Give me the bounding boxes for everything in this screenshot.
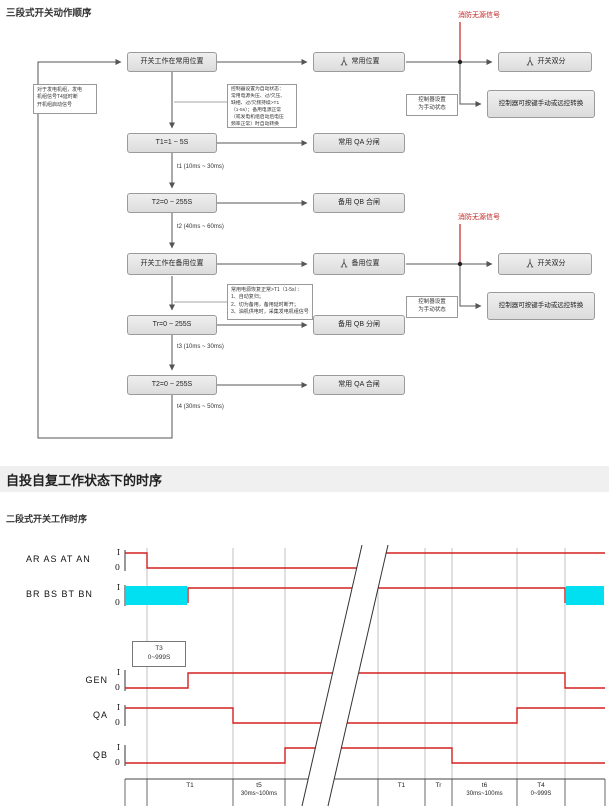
switch-icon <box>526 56 533 65</box>
timing-t2-label: t2 (40ms ~ 60ms) <box>177 224 224 230</box>
timing-t1-label: t1 (10ms ~ 30ms) <box>177 164 224 170</box>
flow-box-switch-in-normal-position: 开关工作在常用位置 <box>127 52 217 72</box>
fire-signal-label-bottom: 消防无源信号 <box>458 214 500 221</box>
fire-signal-label-top: 消防无源信号 <box>458 12 500 19</box>
page-title: 三段式开关动作顺序 <box>6 8 92 19</box>
flow-box-switch-double-open-top: 开关双分 <box>498 52 592 72</box>
flow-box-normal-qa-open: 常用 QA 分闸 <box>313 133 405 153</box>
section-heading: 自投自复工作状态下的时序 <box>6 472 163 488</box>
timing-row-label-qb: QB <box>92 750 108 760</box>
timing-t3-label: t3 (10ms ~ 30ms) <box>177 344 224 350</box>
level-high-label: I <box>116 743 120 752</box>
level-low-label: 0 <box>114 758 120 767</box>
flow-box-backup-qb-open: 备用 QB 分闸 <box>313 315 405 335</box>
flow-box-backup-position: 备用位置 <box>313 253 405 275</box>
note-auto-transfer-conditions: 控制器设置为自动状态： 常用电源失压、过/欠压、 缺相、过/欠频持续>T1 （1… <box>227 84 297 128</box>
junction-dot <box>457 261 463 267</box>
timing-row-label-supply-a: AR AS AT AN <box>26 554 91 564</box>
flow-box-tr-delay: Tr=0 ~ 255S <box>127 315 217 335</box>
level-low-label: 0 <box>114 683 120 692</box>
timing-segment-label: T1 <box>186 782 194 789</box>
flow-box-t1-delay: T1=1 ~ 5S <box>127 133 217 153</box>
flow-box-normal-qa-close: 常用 QA 合闸 <box>313 375 405 395</box>
t3-delay-box: T3 0~999S <box>132 641 186 667</box>
timing-row-label-supply-b: BR BS BT BN <box>26 589 93 599</box>
timing-segment-label: Tr <box>435 782 442 789</box>
note-controller-manual-top: 控制器设置 为手动状态 <box>406 94 458 116</box>
level-high-label: I <box>116 703 120 712</box>
flow-box-controller-remote-top: 控制器可按键手动或远控转换 <box>487 90 595 118</box>
note-auto-restore-conditions: 常用电源恢复正常>T1（1-5s）： 1、自动复归； 2、切为备用，备用延时断开… <box>227 284 313 320</box>
flow-box-controller-remote-bottom: 控制器可按键手动或远控转换 <box>487 292 595 320</box>
subsection-heading: 二段式开关工作时序 <box>6 514 88 524</box>
flow-box-t2-delay-return: T2=0 ~ 255S <box>127 375 217 395</box>
note-generator: 对于发电机组，发电 机组信号T4延时断 开机组启动信号 <box>33 84 97 114</box>
flow-box-backup-qb-close: 备用 QB 合闸 <box>313 193 405 213</box>
section-heading-band: 自投自复工作状态下的时序 <box>0 466 609 492</box>
level-high-label: I <box>116 583 120 592</box>
level-low-label: 0 <box>114 718 120 727</box>
level-low-label: 0 <box>114 563 120 572</box>
level-high-label: I <box>116 548 120 557</box>
timing-segment-label: T1 <box>397 782 406 789</box>
timing-row-label-gen: GEN <box>85 675 108 685</box>
flow-box-switch-double-open-bottom: 开关双分 <box>498 253 592 275</box>
switch-icon <box>340 56 347 65</box>
timing-row-label-qa: QA <box>92 710 108 720</box>
flow-box-normal-position: 常用位置 <box>313 52 405 72</box>
junction-dot <box>457 59 463 65</box>
flow-box-switch-in-backup-position: 开关工作在备用位置 <box>127 253 217 275</box>
switch-icon <box>340 258 347 267</box>
switch-icon <box>526 258 533 267</box>
flow-box-t2-delay: T2=0 ~ 255S <box>127 193 217 213</box>
level-high-label: I <box>116 668 120 677</box>
timing-t4-label: t4 (30ms ~ 50ms) <box>177 404 224 410</box>
note-controller-manual-bottom: 控制器设置 为手动状态 <box>406 296 458 318</box>
level-low-label: 0 <box>114 598 120 607</box>
